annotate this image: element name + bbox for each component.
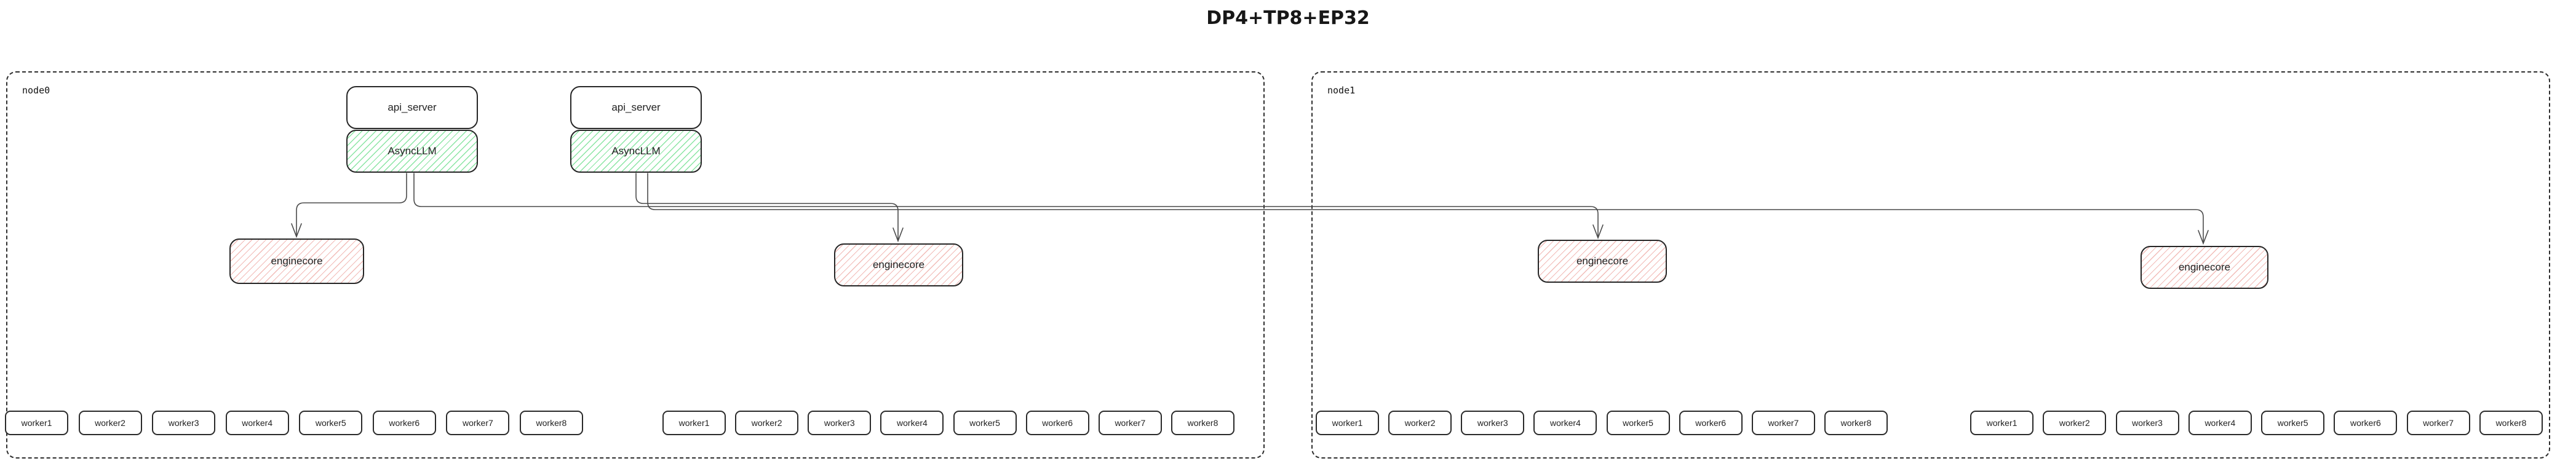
worker-label: worker7 [1768, 418, 1799, 428]
worker-box: worker6 [1025, 411, 1089, 435]
api-server-label-2: api_server [611, 101, 661, 113]
asyncllm-label-1: AsyncLLM [388, 145, 437, 157]
worker-row-2: worker1 worker2 worker3 worker4 worker5 … [662, 411, 1234, 435]
worker-label: worker8 [1187, 418, 1218, 428]
enginecore-box-4: enginecore [2141, 246, 2268, 289]
api-server-box-1: api_server [346, 86, 478, 129]
worker-label: worker4 [242, 418, 273, 428]
enginecore-label-3: enginecore [1576, 255, 1629, 267]
worker-box: worker6 [1679, 411, 1743, 435]
worker-row-4: worker1 worker2 worker3 worker4 worker5 … [1970, 411, 2543, 435]
asyncllm-box-2: AsyncLLM [570, 130, 702, 173]
worker-label: worker3 [824, 418, 855, 428]
worker-label: worker6 [1695, 418, 1727, 428]
worker-box: worker5 [953, 411, 1017, 435]
edge-asyncllm1-enginecore1 [291, 173, 407, 238]
worker-label: worker4 [1550, 418, 1581, 428]
worker-label: worker7 [1115, 418, 1146, 428]
enginecore-box-1: enginecore [229, 238, 364, 284]
worker-label: worker3 [1477, 418, 1508, 428]
cluster-node0-label: node0 [22, 85, 50, 96]
worker-label: worker5 [2277, 418, 2308, 428]
worker-box: worker3 [808, 411, 872, 435]
worker-label: worker8 [536, 418, 567, 428]
worker-label: worker1 [21, 418, 52, 428]
worker-box: worker3 [152, 411, 216, 435]
worker-box: worker1 [1970, 411, 2033, 435]
worker-label: worker3 [168, 418, 199, 428]
worker-label: worker3 [2132, 418, 2163, 428]
worker-label: worker2 [2059, 418, 2090, 428]
enginecore-label-1: enginecore [271, 255, 323, 267]
worker-box: worker1 [662, 411, 726, 435]
enginecore-label-2: enginecore [872, 259, 925, 270]
worker-box: worker7 [2406, 411, 2470, 435]
worker-box: worker5 [299, 411, 363, 435]
edge-asyncllm2-enginecore4 [647, 173, 2209, 245]
worker-label: worker2 [95, 418, 125, 428]
worker-label: worker7 [2423, 418, 2454, 428]
worker-box: worker5 [2261, 411, 2325, 435]
asyncllm-label-2: AsyncLLM [611, 145, 661, 157]
worker-box: worker4 [1533, 411, 1597, 435]
worker-label: worker4 [2204, 418, 2236, 428]
worker-box: worker1 [1316, 411, 1379, 435]
worker-box: worker8 [2479, 411, 2543, 435]
worker-label: worker5 [1623, 418, 1653, 428]
worker-label: worker5 [315, 418, 346, 428]
worker-box: worker6 [372, 411, 436, 435]
worker-label: worker8 [2495, 418, 2527, 428]
worker-box: worker6 [2334, 411, 2398, 435]
cluster-node1-label: node1 [1327, 85, 1356, 96]
worker-box: worker2 [735, 411, 799, 435]
worker-label: worker6 [389, 418, 420, 428]
diagram-title: DP4+TP8+EP32 [1206, 7, 1370, 29]
worker-label: worker1 [1332, 418, 1363, 428]
edge-asyncllm2-enginecore2 [635, 173, 904, 243]
worker-box: worker4 [880, 411, 944, 435]
worker-box: worker2 [2043, 411, 2107, 435]
worker-box: worker7 [1751, 411, 1815, 435]
api-server-box-2: api_server [570, 86, 702, 129]
worker-box: worker4 [225, 411, 289, 435]
worker-box: worker1 [5, 411, 68, 435]
worker-label: worker7 [462, 418, 493, 428]
worker-box: worker7 [1098, 411, 1162, 435]
worker-box: worker3 [2115, 411, 2179, 435]
worker-label: worker1 [1986, 418, 2017, 428]
worker-box: worker5 [1606, 411, 1670, 435]
asyncllm-box-1: AsyncLLM [346, 130, 478, 173]
enginecore-box-3: enginecore [1538, 240, 1667, 283]
worker-box: worker2 [78, 411, 142, 435]
api-server-label-1: api_server [388, 101, 437, 113]
worker-box: worker8 [519, 411, 583, 435]
worker-box: worker8 [1824, 411, 1888, 435]
cluster-node1: node1 [1311, 71, 2550, 459]
worker-box: worker2 [1388, 411, 1452, 435]
worker-box: worker8 [1171, 411, 1234, 435]
worker-label: worker8 [1840, 418, 1872, 428]
edge-asyncllm1-enginecore3 [413, 173, 1604, 240]
worker-row-1: worker1 worker2 worker3 worker4 worker5 … [5, 411, 583, 435]
enginecore-box-2: enginecore [834, 243, 963, 286]
worker-label: worker6 [1042, 418, 1073, 428]
worker-label: worker6 [2350, 418, 2381, 428]
enginecore-label-4: enginecore [2178, 261, 2231, 273]
worker-label: worker5 [969, 418, 1000, 428]
worker-label: worker4 [897, 418, 928, 428]
worker-box: worker3 [1461, 411, 1525, 435]
worker-box: worker4 [2188, 411, 2252, 435]
worker-row-3: worker1 worker2 worker3 worker4 worker5 … [1316, 411, 1888, 435]
cluster-node0: node0 [6, 71, 1265, 459]
worker-label: worker2 [751, 418, 782, 428]
worker-label: worker1 [678, 418, 710, 428]
worker-box: worker7 [446, 411, 510, 435]
worker-label: worker2 [1404, 418, 1436, 428]
